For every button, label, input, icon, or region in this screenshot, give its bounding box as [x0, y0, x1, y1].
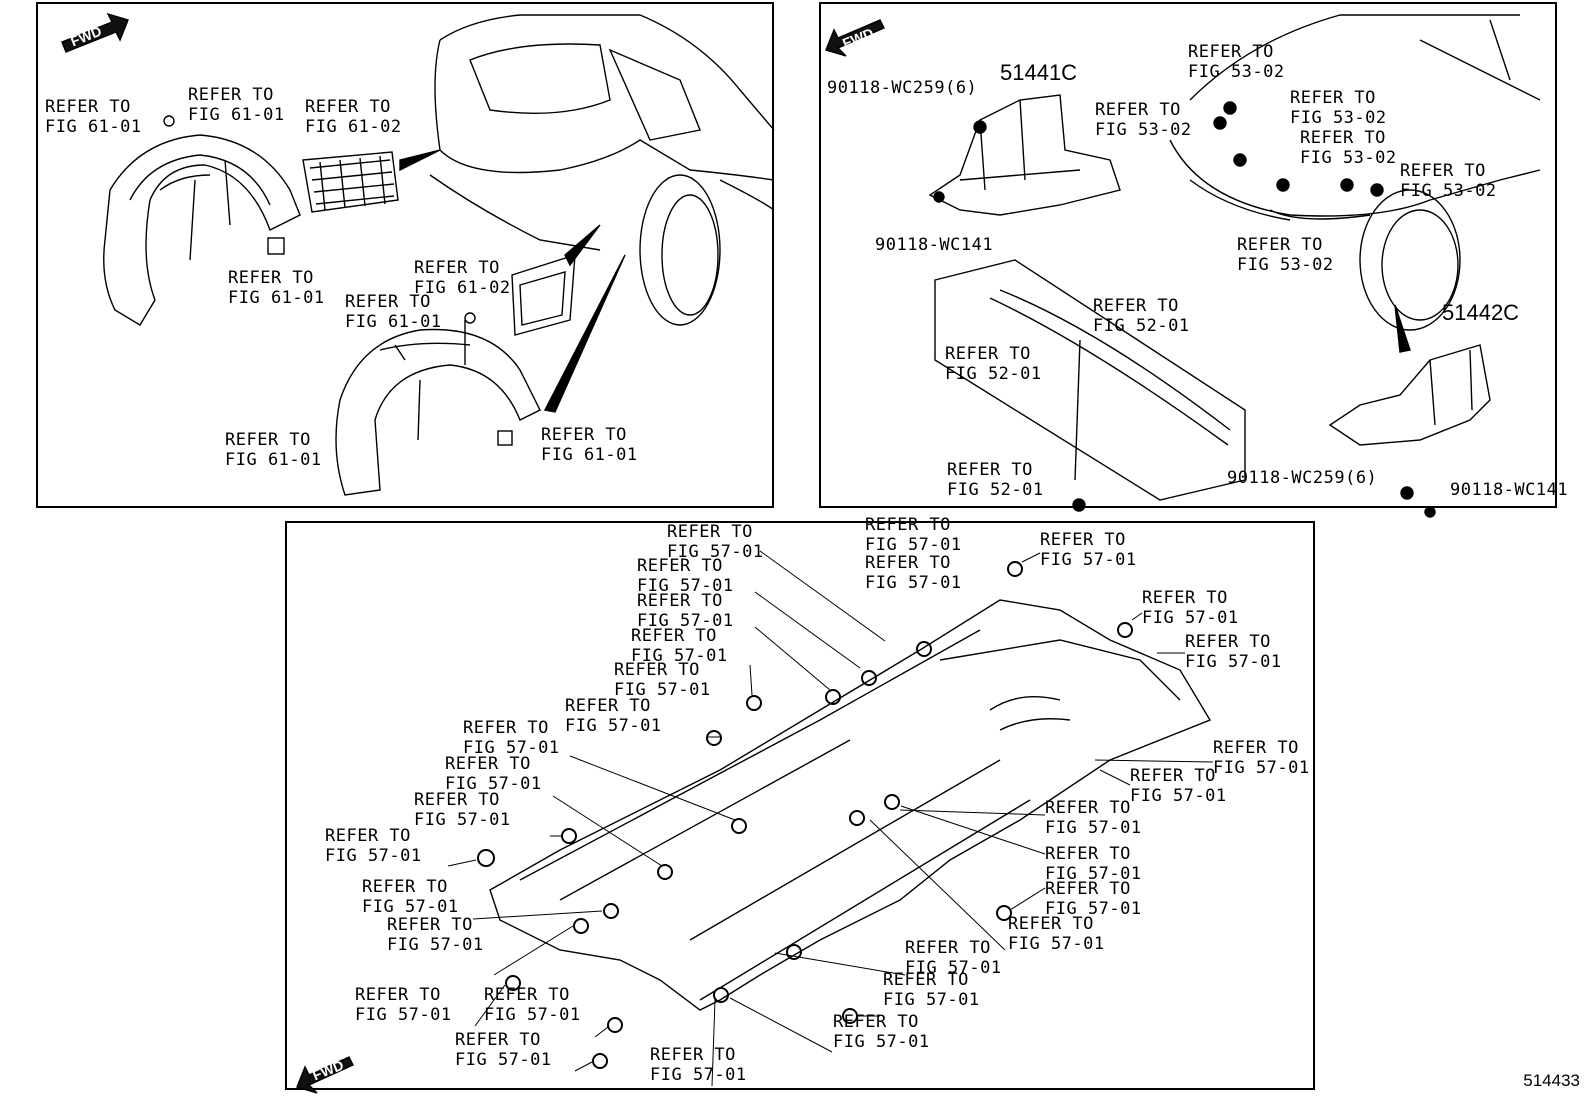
callout-c-13[interactable]: REFER TO FIG 57-01 — [1213, 738, 1310, 778]
front-car-body-outline — [1169, 14, 1541, 331]
callout-a-1[interactable]: REFER TO FIG 61-01 — [45, 97, 142, 137]
fwd-arrow-icon-c — [296, 1056, 354, 1094]
bolt-label-3[interactable]: 90118-WC259(6) — [1227, 468, 1378, 488]
callout-a-2[interactable]: REFER TO FIG 61-01 — [188, 85, 285, 125]
callout-c-27[interactable]: REFER TO FIG 57-01 — [484, 985, 581, 1025]
callout-c-17[interactable]: REFER TO FIG 57-01 — [1045, 798, 1142, 838]
bolt-label-4[interactable]: 90118-WC141 — [1450, 480, 1569, 500]
illustration-id: 514433 — [1523, 1071, 1580, 1090]
under-cover-lower-part — [1328, 344, 1491, 446]
callout-c-6[interactable]: REFER TO FIG 57-01 — [637, 591, 734, 631]
callout-c-29[interactable]: REFER TO FIG 57-01 — [455, 1030, 552, 1070]
callout-b-5[interactable]: REFER TO FIG 53-02 — [1400, 161, 1497, 201]
part-number-51441c[interactable]: 51441C — [1000, 60, 1078, 85]
callout-a-8[interactable]: REFER TO FIG 61-01 — [541, 425, 638, 465]
fwd-arrow-icon-b — [825, 19, 885, 57]
callout-b-6[interactable]: REFER TO FIG 53-02 — [1237, 235, 1334, 275]
callout-c-24[interactable]: REFER TO FIG 57-01 — [905, 938, 1002, 978]
part-number-51442c[interactable]: 51442C — [1442, 300, 1520, 325]
callout-c-30[interactable]: REFER TO FIG 57-01 — [650, 1045, 747, 1085]
callout-c-7[interactable]: REFER TO FIG 57-01 — [1142, 588, 1239, 628]
rear-wheel-liner-part — [103, 134, 301, 326]
callout-c-21[interactable]: REFER TO FIG 57-01 — [1045, 879, 1142, 919]
callout-a-7[interactable]: REFER TO FIG 61-01 — [225, 430, 322, 470]
callout-c-5[interactable]: REFER TO FIG 57-01 — [865, 553, 962, 593]
callout-c-16[interactable]: REFER TO FIG 57-01 — [414, 790, 511, 830]
front-wheel-liner-part — [335, 312, 541, 496]
callout-b-8[interactable]: REFER TO FIG 52-01 — [945, 344, 1042, 384]
callout-c-11[interactable]: REFER TO FIG 57-01 — [565, 696, 662, 736]
callout-c-8[interactable]: REFER TO FIG 57-01 — [631, 626, 728, 666]
panel-wheel-liners — [36, 2, 774, 508]
callout-b-1[interactable]: REFER TO FIG 53-02 — [1188, 42, 1285, 82]
center-cover-box — [934, 259, 1246, 501]
fwd-arrow-icon-a — [61, 12, 129, 53]
callout-a-4[interactable]: REFER TO FIG 61-01 — [228, 268, 325, 308]
rear-mud-guard-part — [302, 151, 399, 213]
callout-c-19[interactable]: REFER TO FIG 57-01 — [1045, 844, 1142, 884]
callout-a-3[interactable]: REFER TO FIG 61-02 — [305, 97, 402, 137]
bolt-label-2[interactable]: 90118-WC141 — [875, 235, 994, 255]
callout-c-2[interactable]: REFER TO FIG 57-01 — [865, 515, 962, 555]
callout-a-6[interactable]: REFER TO FIG 61-01 — [345, 292, 442, 332]
callout-c-25[interactable]: REFER TO FIG 57-01 — [883, 970, 980, 1010]
callout-c-28[interactable]: REFER TO FIG 57-01 — [833, 1012, 930, 1052]
callout-c-14[interactable]: REFER TO FIG 57-01 — [445, 754, 542, 794]
callout-b-7[interactable]: REFER TO FIG 52-01 — [1093, 296, 1190, 336]
callout-c-10[interactable]: REFER TO FIG 57-01 — [614, 660, 711, 700]
callout-b-9[interactable]: REFER TO FIG 52-01 — [947, 460, 1044, 500]
callout-c-12[interactable]: REFER TO FIG 57-01 — [463, 718, 560, 758]
callout-c-18[interactable]: REFER TO FIG 57-01 — [325, 826, 422, 866]
callout-a-5[interactable]: REFER TO FIG 61-02 — [414, 258, 511, 298]
callout-c-1[interactable]: REFER TO FIG 57-01 — [667, 522, 764, 562]
callout-b-4[interactable]: REFER TO FIG 53-02 — [1300, 128, 1397, 168]
callout-c-20[interactable]: REFER TO FIG 57-01 — [362, 877, 459, 917]
rear-car-body-outline — [429, 14, 775, 326]
callout-c-22[interactable]: REFER TO FIG 57-01 — [387, 915, 484, 955]
callout-b-2[interactable]: REFER TO FIG 53-02 — [1095, 100, 1192, 140]
callout-c-15[interactable]: REFER TO FIG 57-01 — [1130, 766, 1227, 806]
callout-c-26[interactable]: REFER TO FIG 57-01 — [355, 985, 452, 1025]
callout-c-4[interactable]: REFER TO FIG 57-01 — [637, 556, 734, 596]
panel-engine-under-covers — [819, 2, 1557, 508]
panel-floor-underbody — [285, 521, 1315, 1090]
callout-c-23[interactable]: REFER TO FIG 57-01 — [1008, 914, 1105, 954]
front-mud-guard-part — [511, 254, 576, 336]
under-cover-upper-part — [928, 94, 1121, 216]
callout-c-3[interactable]: REFER TO FIG 57-01 — [1040, 530, 1137, 570]
clip-icon — [163, 115, 175, 127]
floor-under-cover-part — [489, 599, 1212, 1011]
callout-b-3[interactable]: REFER TO FIG 53-02 — [1290, 88, 1387, 128]
bolt-label-1[interactable]: 90118-WC259(6) — [827, 78, 978, 98]
callout-c-9[interactable]: REFER TO FIG 57-01 — [1185, 632, 1282, 672]
